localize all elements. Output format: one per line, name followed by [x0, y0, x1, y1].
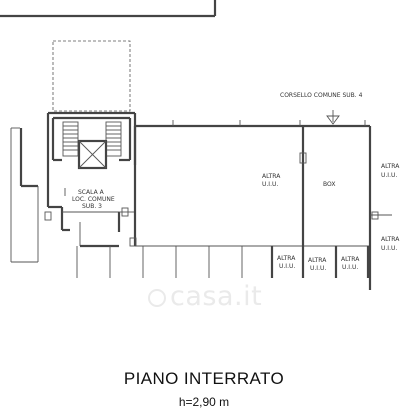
right-exterior-walls — [370, 211, 392, 220]
altra-uiu-stall2-line2: U.I.U. — [310, 265, 326, 272]
stair-landing-walls — [44, 188, 135, 248]
plan-title: PIANO INTERRATO — [123, 369, 285, 388]
altra-uiu-stall1-line1: ALTRA — [277, 255, 296, 262]
corsello-label: CORSELLO COMUNE SUB. 4 — [280, 92, 363, 99]
altra-uiu-right-top-line1: ALTRA — [381, 163, 400, 170]
top-boundary-wall — [0, 0, 217, 18]
altra-uiu-main-line2: U.I.U. — [262, 181, 278, 188]
altra-uiu-right-bottom-line2: U.I.U. — [381, 245, 397, 252]
garage-area-walls — [129, 120, 372, 290]
entrance-arrow-icon — [326, 110, 340, 125]
stair-treads — [62, 121, 122, 157]
altra-uiu-main-line1: ALTRA — [262, 173, 281, 180]
plan-height: h=2,90 m — [178, 395, 230, 409]
scala-label-line1: SCALA A — [78, 189, 105, 196]
parking-stall-dividers — [76, 246, 370, 278]
altra-uiu-right-bottom-line1: ALTRA — [381, 236, 400, 243]
altra-uiu-right-top-line2: U.I.U. — [381, 172, 397, 179]
altra-uiu-stall3-line1: ALTRA — [341, 256, 360, 263]
scala-label-line2: LOC. COMUNE — [72, 196, 115, 203]
box-label: BOX — [323, 181, 335, 188]
watermark-text: casa.it — [170, 281, 263, 312]
watermark: casa.it — [146, 279, 276, 319]
scala-label-line3: SUB. 3 — [82, 203, 102, 210]
left-outer-walls — [10, 127, 39, 263]
watermark-logo-icon — [148, 289, 166, 307]
altra-uiu-stall1-line2: U.I.U. — [279, 263, 295, 270]
elevator-shaft — [77, 139, 108, 170]
dashed-area-outline — [52, 40, 131, 112]
box-partition — [299, 126, 307, 246]
altra-uiu-stall2-line1: ALTRA — [308, 257, 327, 264]
altra-uiu-stall3-line2: U.I.U. — [342, 264, 358, 271]
